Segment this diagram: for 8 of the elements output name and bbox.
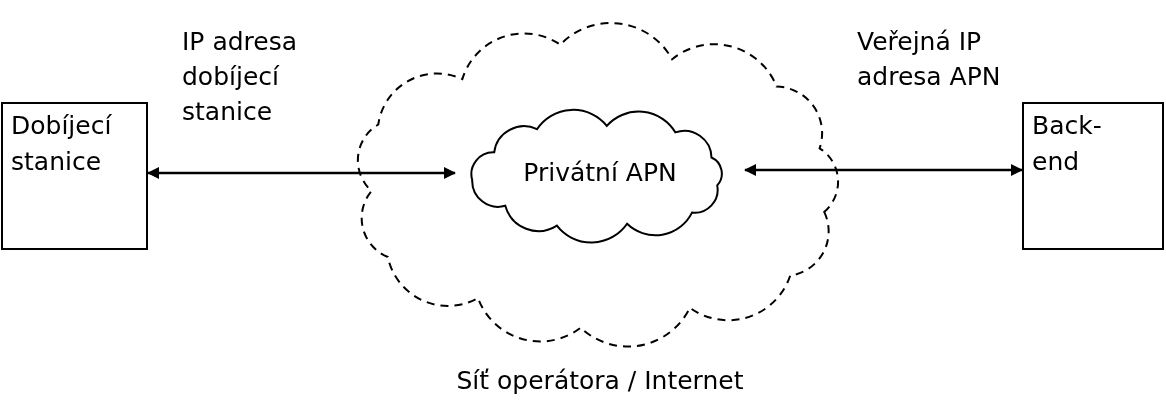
station-box (1022, 102, 1164, 250)
box-label: Dobíjecí stanice (11, 110, 113, 179)
double-arrow (744, 164, 1023, 176)
cloud-label: Privátní APN (523, 158, 677, 187)
station-box (1, 102, 148, 250)
box-label: Back- end (1032, 110, 1103, 179)
cloud-label: Síť operátora / Internet (456, 366, 744, 395)
double-arrow (147, 167, 456, 179)
